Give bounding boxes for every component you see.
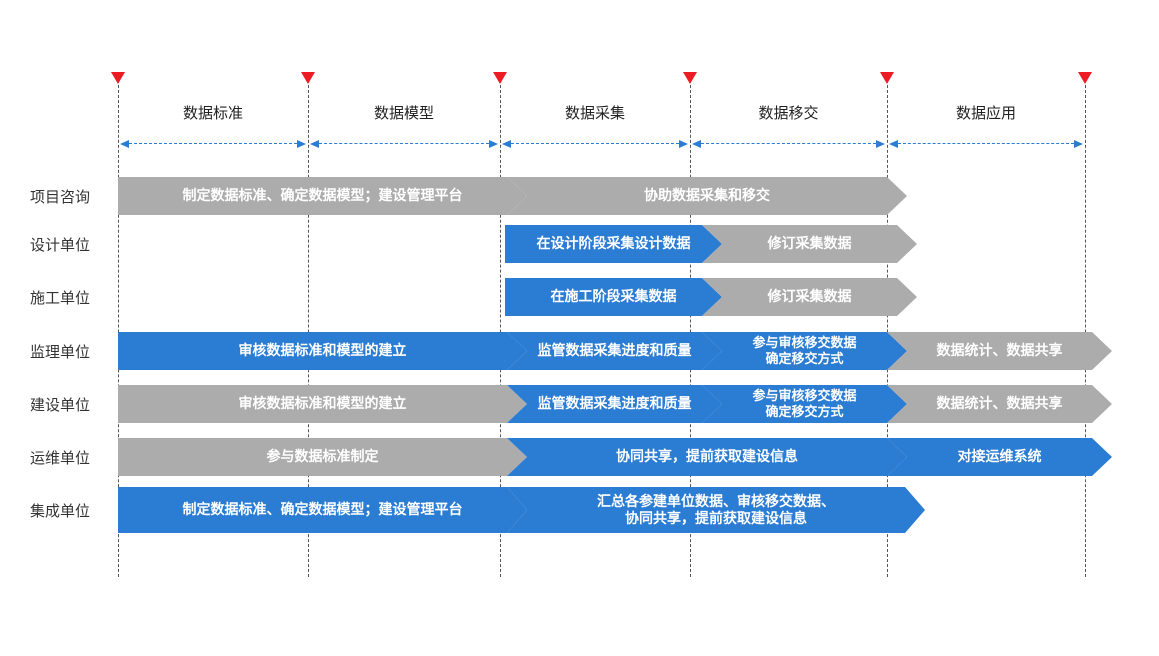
task-bar: 协同共享，提前获取建设信息 [507, 438, 907, 476]
timeline-gridline [887, 85, 888, 577]
task-bar: 审核数据标准和模型的建立 [118, 385, 527, 423]
arrowhead-left-icon [502, 139, 511, 148]
phase-label: 数据模型 [373, 104, 434, 122]
task-bar-label: 数据统计、数据共享 [936, 395, 1063, 412]
task-bar-label: 制定数据标准、确定数据模型；建设管理平台 [182, 187, 463, 204]
task-bar-label: 数据统计、数据共享 [936, 342, 1063, 359]
task-bar: 修订采集数据 [702, 225, 917, 263]
phase-range-arrow [692, 139, 885, 148]
milestone-marker-icon [1078, 72, 1092, 84]
arrowhead-right-icon [1074, 139, 1083, 148]
phase-label: 数据采集 [564, 104, 625, 122]
timeline-gridline [500, 85, 501, 577]
task-bar: 在施工阶段采集数据 [505, 278, 722, 316]
task-bar-label: 参与数据标准制定 [266, 448, 379, 465]
row-label: 建设单位 [29, 396, 90, 414]
task-bar-label: 协助数据采集和移交 [644, 187, 770, 204]
task-bar: 数据统计、数据共享 [887, 385, 1112, 423]
task-bar: 制定数据标准、确定数据模型；建设管理平台 [118, 177, 527, 215]
task-bar-label: 协同共享，提前获取建设信息 [616, 448, 798, 465]
task-bar-label: 参与审核移交数据 确定移交方式 [752, 334, 857, 366]
task-bar: 协助数据采集和移交 [507, 177, 907, 215]
task-bar: 对接运维系统 [887, 438, 1112, 476]
task-bar: 在设计阶段采集设计数据 [505, 225, 722, 263]
arrowhead-left-icon [692, 139, 701, 148]
phase-range-arrow [310, 139, 498, 148]
arrowhead-left-icon [889, 139, 898, 148]
dashed-line [129, 143, 297, 144]
timeline-gridline [118, 85, 119, 577]
timeline-gridline [308, 85, 309, 577]
arrowhead-right-icon [297, 139, 306, 148]
task-bar-label: 制定数据标准、确定数据模型；建设管理平台 [182, 501, 463, 518]
task-bar: 监管数据采集进度和质量 [507, 332, 722, 370]
phase-range-arrow [889, 139, 1083, 148]
task-bar-label: 对接运维系统 [957, 448, 1042, 465]
arrowhead-right-icon [489, 139, 498, 148]
dashed-line [701, 143, 876, 144]
task-bar-label: 审核数据标准和模型的建立 [238, 342, 407, 359]
task-bar-label: 修订采集数据 [767, 235, 852, 252]
task-bar: 修订采集数据 [702, 278, 917, 316]
task-bar: 参与数据标准制定 [118, 438, 527, 476]
phase-label: 数据移交 [758, 104, 819, 122]
task-bar: 审核数据标准和模型的建立 [118, 332, 527, 370]
row-label: 监理单位 [29, 343, 90, 361]
task-bar-label: 监管数据采集进度和质量 [537, 342, 692, 359]
task-bar: 参与审核移交数据 确定移交方式 [702, 332, 907, 370]
arrowhead-left-icon [120, 139, 129, 148]
task-bar-label: 参与审核移交数据 确定移交方式 [752, 387, 857, 419]
task-bar-label: 汇总各参建单位数据、审核移交数据、 协同共享，提前获取建设信息 [597, 492, 835, 526]
milestone-marker-icon [111, 72, 125, 84]
phase-label: 数据标准 [182, 104, 243, 122]
arrowhead-right-icon [679, 139, 688, 148]
task-bar-label: 审核数据标准和模型的建立 [238, 395, 407, 412]
task-bar: 参与审核移交数据 确定移交方式 [702, 385, 907, 423]
phase-label: 数据应用 [955, 104, 1016, 122]
milestone-marker-icon [880, 72, 894, 84]
task-bar: 汇总各参建单位数据、审核移交数据、 协同共享，提前获取建设信息 [507, 487, 925, 533]
dashed-line [511, 143, 679, 144]
task-bar-label: 在设计阶段采集设计数据 [536, 235, 691, 252]
row-label: 运维单位 [29, 449, 90, 467]
row-label: 项目咨询 [29, 188, 90, 206]
task-bar: 监管数据采集进度和质量 [507, 385, 722, 423]
timeline-gridline [690, 85, 691, 577]
dashed-line [898, 143, 1074, 144]
task-bar-label: 在施工阶段采集数据 [550, 288, 677, 305]
task-bar: 数据统计、数据共享 [887, 332, 1112, 370]
row-label: 施工单位 [29, 289, 90, 307]
task-bar-label: 修订采集数据 [767, 288, 852, 305]
phase-range-arrow [502, 139, 688, 148]
arrowhead-left-icon [310, 139, 319, 148]
row-label: 设计单位 [29, 236, 90, 254]
milestone-marker-icon [493, 72, 507, 84]
arrowhead-right-icon [876, 139, 885, 148]
task-bar-label: 监管数据采集进度和质量 [537, 395, 692, 412]
row-label: 集成单位 [29, 502, 90, 520]
phase-range-arrow [120, 139, 306, 148]
dashed-line [319, 143, 489, 144]
milestone-marker-icon [301, 72, 315, 84]
timeline-gridline [1085, 85, 1086, 577]
task-bar: 制定数据标准、确定数据模型；建设管理平台 [118, 487, 527, 533]
milestone-marker-icon [683, 72, 697, 84]
